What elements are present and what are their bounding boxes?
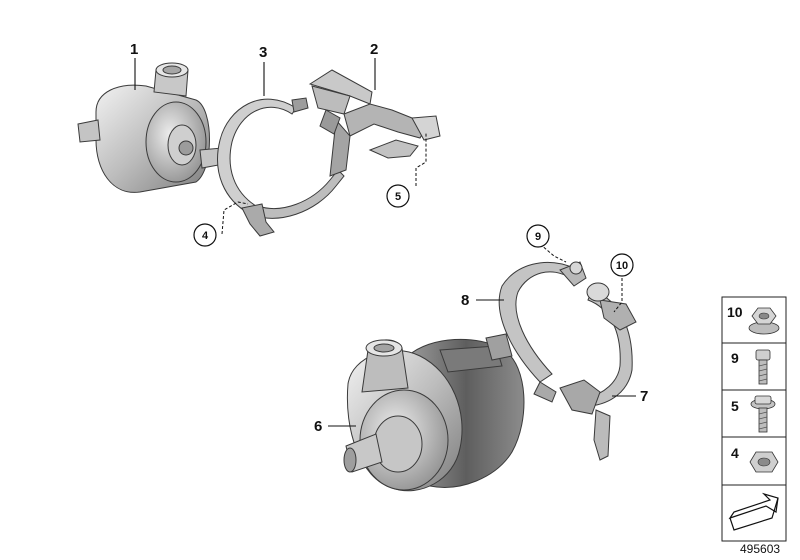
circled-callout-5: 5	[386, 184, 410, 208]
leader-lines	[134, 58, 636, 427]
legend-row-10	[721, 296, 787, 344]
circled-callout-10: 10	[610, 253, 634, 277]
hex-socket-bolt-icon	[755, 349, 771, 385]
callout-2: 2	[370, 41, 378, 58]
callout-8: 8	[461, 292, 469, 309]
circled-callout-9: 9	[526, 224, 550, 248]
callout-3: 3	[259, 44, 267, 61]
reference-number: 495603	[740, 542, 780, 556]
electric-water-pump-upper	[77, 62, 225, 193]
callout-1: 1	[130, 41, 138, 58]
legend-label-9: 9	[731, 350, 739, 366]
pump-bracket-lower	[559, 282, 637, 461]
legend-row-9	[721, 342, 787, 391]
callout-6: 6	[314, 418, 322, 435]
pump-bracket	[308, 69, 441, 177]
circled-callout-5-label: 5	[395, 191, 401, 203]
pump-clamp-upper	[217, 97, 345, 237]
legend-label-5: 5	[731, 398, 739, 414]
circled-callout-10-label: 10	[616, 260, 628, 272]
legend-row-5	[721, 389, 787, 438]
hardware-legend: 10 9 5 4	[721, 296, 787, 542]
direction-arrow-icon	[728, 492, 779, 531]
legend-label-4: 4	[731, 445, 739, 461]
legend-label-10: 10	[727, 304, 743, 320]
circled-callout-4-label: 4	[202, 230, 209, 242]
electric-water-pump-lower	[343, 333, 525, 492]
circled-callout-4: 4	[193, 223, 217, 247]
torx-flange-bolt-icon	[750, 395, 776, 433]
legend-row-arrow	[721, 484, 787, 542]
hex-nut-icon	[749, 451, 779, 473]
callout-7: 7	[640, 388, 648, 405]
hex-flange-nut-icon	[748, 307, 780, 335]
circled-callout-9-label: 9	[535, 231, 541, 243]
pump-clamp-lower	[498, 261, 587, 403]
